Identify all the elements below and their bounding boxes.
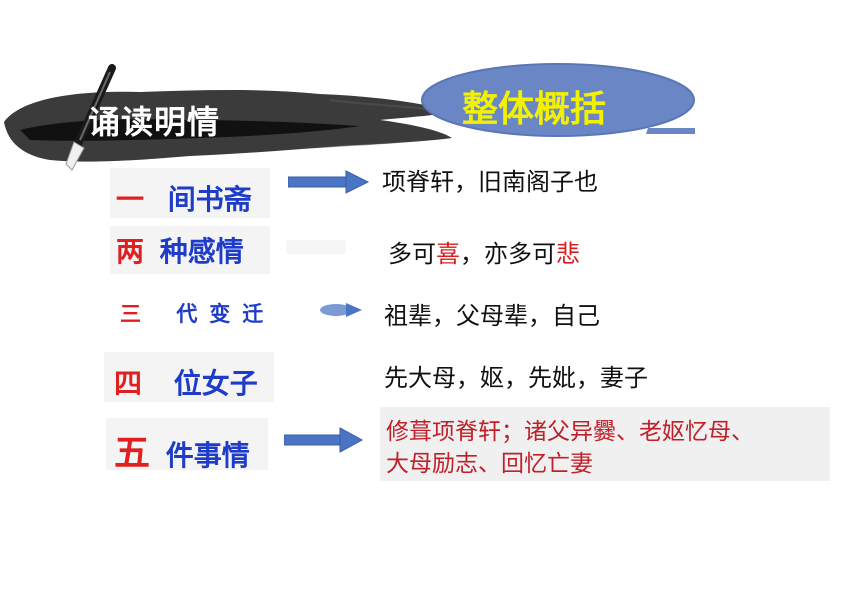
row-label-1: 一 间书斋 [116, 178, 252, 218]
row-content-2: 多可喜，亦多可悲 [388, 240, 580, 268]
ink-brush-stroke [4, 90, 455, 162]
events-box [380, 407, 830, 481]
row-label-5: 五 件事情 [114, 424, 250, 476]
row-label-4: 四 位女子 [114, 362, 258, 402]
row-content-1: 项脊轩，旧南阁子也 [382, 168, 598, 196]
row-title: 位女子 [173, 367, 258, 400]
row-content-4: 先大母，妪，先妣，妻子 [384, 364, 648, 392]
row-title: 种感情 [159, 235, 244, 268]
row-number: 两 [116, 235, 145, 268]
row-number: 一 [116, 183, 145, 216]
row-title: 代变迁 [176, 302, 276, 326]
arrow-right-icon [288, 170, 370, 194]
highlight-joy: 喜 [436, 240, 460, 268]
row-content-5: 修葺项脊轩；诸父异爨、老妪忆母、 大母励志、回忆亡妻 [386, 419, 754, 477]
row-number: 四 [114, 367, 143, 400]
section-title-summary: 整体概括 [462, 89, 607, 130]
row-title: 间书斋 [167, 183, 252, 216]
row-content-3: 祖辈，父母辈，自己 [384, 302, 600, 330]
calligraphy-brush-icon [65, 64, 116, 171]
highlight-sorrow: 悲 [556, 240, 580, 268]
row-number: 五 [114, 433, 151, 474]
row-number: 三 [120, 302, 153, 326]
arrow-right-icon [284, 427, 364, 453]
row-label-2: 两 种感情 [116, 230, 244, 270]
row-title: 件事情 [165, 439, 250, 472]
row-label-3: 三 代变迁 [120, 298, 275, 328]
ellipse-banner [421, 63, 695, 137]
arrow-right-icon [320, 303, 362, 317]
section-title-recitation: 诵读明情 [88, 103, 221, 141]
